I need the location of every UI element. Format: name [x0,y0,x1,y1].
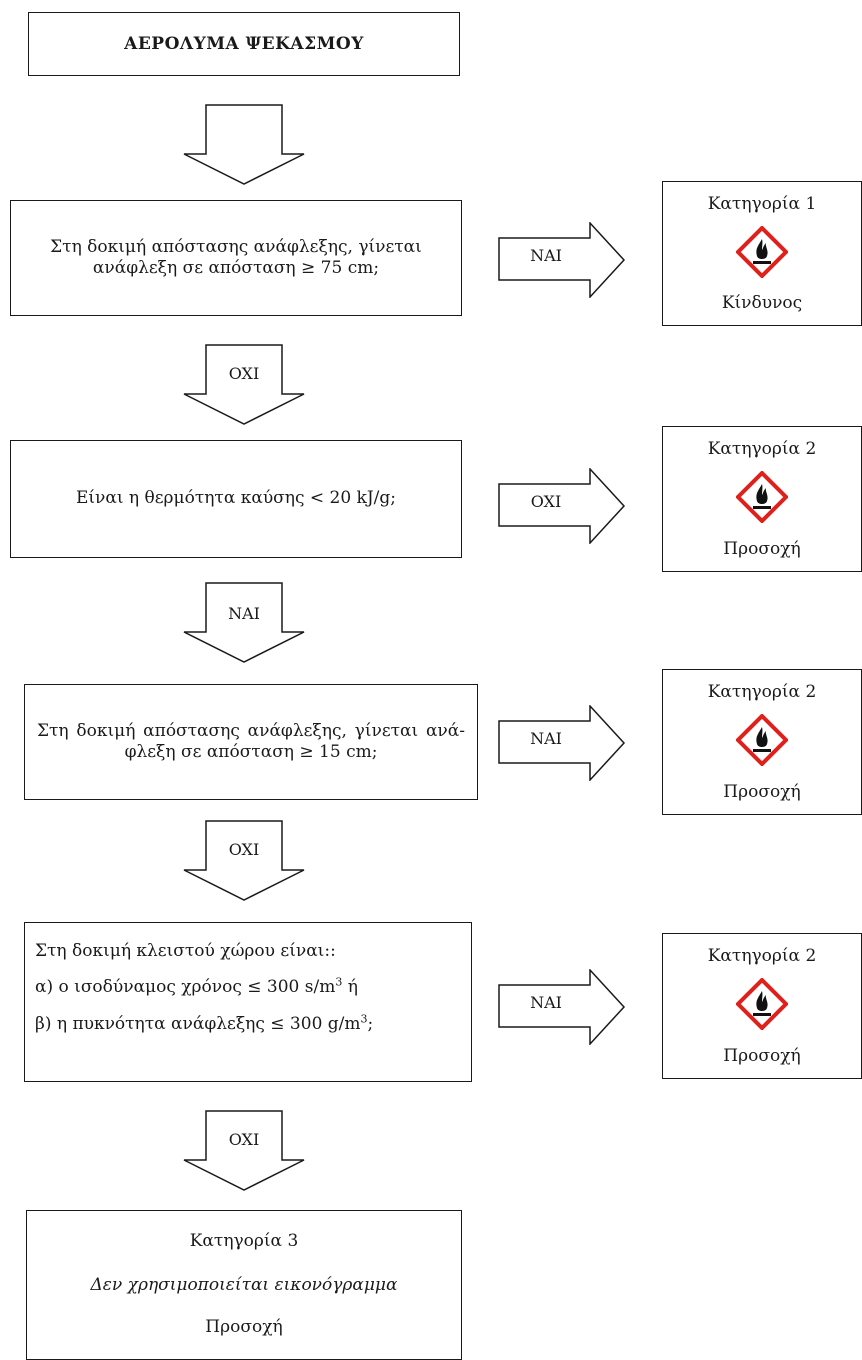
question-text-2: Είναι η θερμότητα καύσης < 20 kJ/g; [75,488,397,509]
flame-pictogram-icon [736,714,788,766]
right-arrow-2 [498,468,626,544]
question-box-3: Στη δοκιμή απόστασης ανάφλεξης, γίνεται … [24,684,478,800]
flame-pictogram-icon [736,471,788,523]
right-arrow-4 [498,969,626,1045]
result-category-3: Κατηγορία 2 [707,682,817,702]
question-4-option-a: α) ο ισοδύναμος χρόνος ≤ 300 s/m3 ή [35,975,358,998]
question-4-option-b: β) η πυκνότητα ανάφλεξης ≤ 300 g/m3; [35,1011,374,1034]
diagram-title: ΑΕΡΟΛΥΜΑ ΨΕΚΑΣΜΟΥ [124,34,364,54]
result-signal-4: Προσοχή [723,1046,801,1066]
final-signal: Προσοχή [205,1317,283,1337]
result-signal-3: Προσοχή [723,782,801,802]
down-arrow-4 [183,1110,305,1191]
down-arrow-3-label: OXI [228,840,260,859]
question-4-intro: Στη δοκιμή κλειστού χώρου είναι:: [35,941,336,961]
final-category: Κατηγορία 3 [189,1231,299,1251]
down-arrow-1-label: OXI [228,364,260,383]
result-category-1: Κατηγορία 1 [707,194,817,214]
result-box-4: Κατηγορία 2 Προσοχή [662,933,862,1079]
result-box-2: Κατηγορία 2 Προσοχή [662,426,862,572]
right-arrow-1-label: NAI [530,246,562,265]
result-box-1: Κατηγορία 1 Κίνδυνος [662,181,862,326]
final-note: Δεν χρησιμοποιείται εικονόγραμμα [90,1275,398,1295]
down-arrow [183,104,305,185]
flame-pictogram-icon [736,978,788,1030]
result-signal-1: Κίνδυνος [721,293,803,313]
result-category-2: Κατηγορία 2 [707,439,817,459]
right-arrow-1 [498,222,626,298]
right-arrow-3 [498,705,626,781]
question-box-4: Στη δοκιμή κλειστού χώρου είναι:: α) ο ι… [24,922,472,1082]
right-arrow-3-label: NAI [530,729,562,748]
result-box-3: Κατηγορία 2 Προσοχή [662,669,862,815]
title-box: ΑΕΡΟΛΥΜΑ ΨΕΚΑΣΜΟΥ [28,12,460,76]
result-category-4: Κατηγορία 2 [707,946,817,966]
question-text-3: Στη δοκιμή απόστασης ανάφλεξης, γίνεται … [37,720,465,762]
down-arrow-1 [183,344,305,425]
down-arrow-2-label: NAI [228,604,260,623]
question-box-1: Στη δοκιμή απόστασης ανάφλεξης, γίνεται … [10,200,462,316]
question-text-1: Στη δοκιμή απόστασης ανάφλεξης, γίνεται … [50,236,422,278]
down-arrow-3 [183,820,305,901]
question-box-2: Είναι η θερμότητα καύσης < 20 kJ/g; [10,440,462,558]
final-result-box: Κατηγορία 3 Δεν χρησιμοποιείται εικονόγρ… [26,1210,462,1360]
flame-pictogram-icon [736,226,788,278]
down-arrow-4-label: OXI [228,1130,260,1149]
down-arrow-2 [183,582,305,663]
result-signal-2: Προσοχή [723,539,801,559]
right-arrow-4-label: NAI [530,993,562,1012]
right-arrow-2-label: OXI [530,492,562,511]
